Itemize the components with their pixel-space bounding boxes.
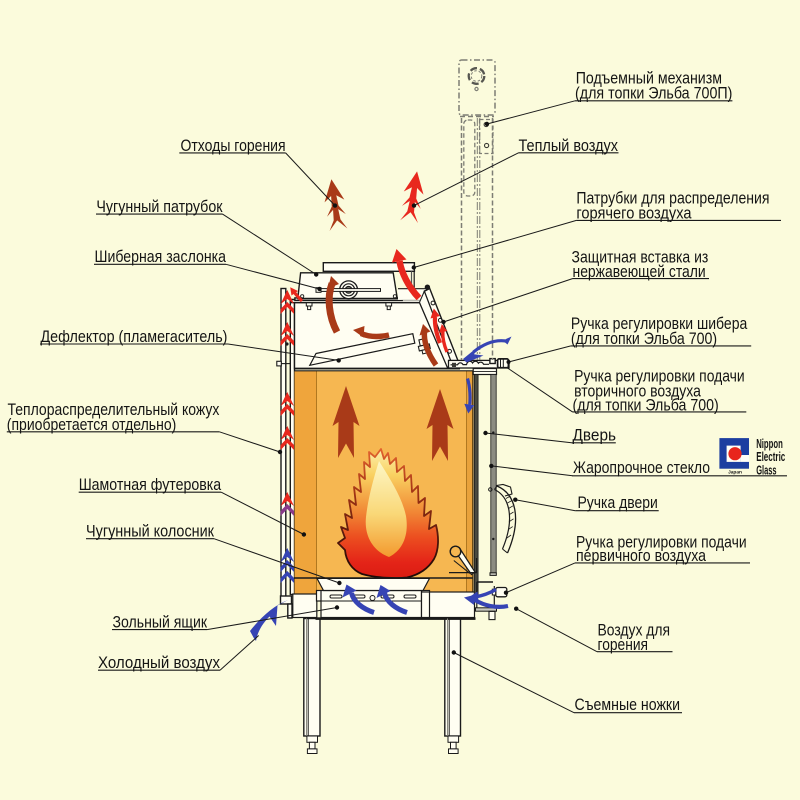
svg-text:Зольный ящик: Зольный ящик bbox=[113, 613, 208, 632]
svg-text:Отходы горения: Отходы горения bbox=[181, 136, 286, 155]
svg-text:нержавеющей стали: нержавеющей стали bbox=[573, 262, 706, 281]
svg-text:Glass: Glass bbox=[756, 462, 776, 477]
svg-text:Воздух для: Воздух для bbox=[598, 621, 671, 640]
svg-text:Ручка регулировки подачи: Ручка регулировки подачи bbox=[574, 367, 745, 386]
svg-text:Подъемный механизм: Подъемный механизм bbox=[576, 68, 722, 87]
svg-text:Чугунный колосник: Чугунный колосник bbox=[86, 522, 214, 541]
svg-text:Съемные ножки: Съемные ножки bbox=[575, 695, 681, 714]
svg-text:Чугунный патрубок: Чугунный патрубок bbox=[96, 197, 223, 216]
svg-text:Патрубки для распределения: Патрубки для распределения bbox=[576, 189, 769, 208]
svg-text:Теплый воздух: Теплый воздух bbox=[519, 136, 619, 155]
svg-text:Ручка двери: Ручка двери bbox=[578, 493, 658, 512]
svg-text:Nippon: Nippon bbox=[756, 436, 783, 451]
svg-text:Холодный воздух: Холодный воздух bbox=[98, 653, 220, 672]
svg-text:Теплораспределительный кожух: Теплораспределительный кожух bbox=[8, 400, 220, 419]
svg-text:вторичного воздуха: вторичного воздуха bbox=[574, 382, 701, 401]
svg-text:(для топки Эльба 700): (для топки Эльба 700) bbox=[573, 395, 719, 414]
svg-text:(приобретается отдельно): (приобретается отдельно) bbox=[7, 415, 177, 434]
svg-text:(для топки Эльба 700): (для топки Эльба 700) bbox=[571, 329, 717, 348]
svg-text:Дверь: Дверь bbox=[573, 426, 617, 445]
svg-text:Защитная вставка из: Защитная вставка из bbox=[572, 247, 709, 266]
svg-text:Ручка регулировки подачи: Ручка регулировки подачи bbox=[576, 533, 747, 552]
svg-text:Шамотная футеровка: Шамотная футеровка bbox=[79, 475, 222, 494]
svg-text:Electric: Electric bbox=[756, 449, 785, 464]
svg-text:Japan: Japan bbox=[728, 470, 742, 476]
svg-text:горения: горения bbox=[598, 635, 649, 654]
svg-text:(для топки Эльба 700П): (для топки Эльба 700П) bbox=[575, 84, 732, 103]
svg-text:Дефлектор (пламегаситель): Дефлектор (пламегаситель) bbox=[41, 327, 228, 346]
svg-text:горячего воздуха: горячего воздуха bbox=[576, 203, 692, 222]
svg-text:Шиберная заслонка: Шиберная заслонка bbox=[95, 247, 227, 266]
svg-text:Жаропрочное стекло: Жаропрочное стекло bbox=[573, 458, 710, 477]
svg-text:Ручка регулировки шибера: Ручка регулировки шибера bbox=[571, 314, 748, 333]
svg-text:первичного воздуха: первичного воздуха bbox=[576, 546, 706, 565]
